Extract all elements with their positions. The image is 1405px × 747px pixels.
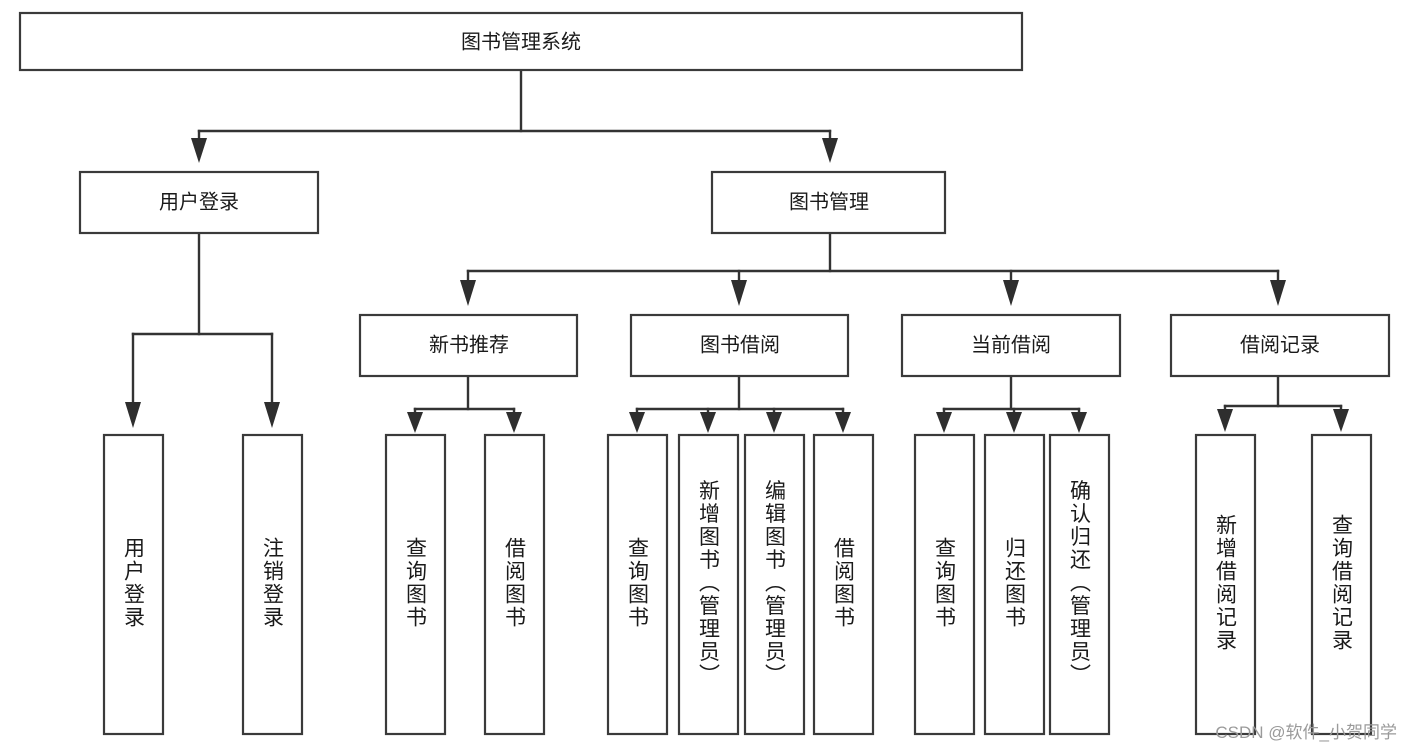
arrow-head-leaf-logout <box>264 402 280 428</box>
node-leaf-user-login-box <box>102 433 165 736</box>
arrow-head-leaf-borrow-book-1 <box>506 412 522 433</box>
arrow-head-borrow-record <box>1270 280 1286 306</box>
node-leaf-confirm-return[interactable]: 确认归还（管理员） <box>1048 433 1111 736</box>
arrow-head-book-mgmt <box>822 138 838 163</box>
node-borrow-record-label: 借阅记录 <box>1240 333 1320 356</box>
edge-group-user-login <box>125 231 280 428</box>
node-user-login[interactable]: 用户登录 <box>78 170 320 235</box>
node-leaf-borrow-book-1-label: 借阅图书 <box>503 537 527 629</box>
node-leaf-query-book-2-label: 查询图书 <box>626 537 650 629</box>
arrow-head-leaf-borrow-book-2 <box>835 412 851 433</box>
node-leaf-logout-label: 注销登录 <box>261 537 285 629</box>
node-leaf-query-book-1[interactable]: 查询图书 <box>384 433 447 736</box>
edge-group-book-management <box>460 231 1286 306</box>
node-leaf-query-book-3[interactable]: 查询图书 <box>913 433 976 736</box>
node-leaf-confirm-return-label: 确认归还（管理员） <box>1068 480 1092 687</box>
edge-group-borrow-record <box>1217 374 1349 432</box>
edge-group-book-borrow <box>629 374 851 433</box>
node-borrow-record-box <box>1169 313 1391 378</box>
node-book-management-box <box>710 170 947 235</box>
node-root-system[interactable]: 图书管理系统 <box>18 11 1024 72</box>
node-leaf-return-book-label: 归还图书 <box>1003 537 1027 629</box>
node-book-management-label: 图书管理 <box>789 190 869 213</box>
arrow-head-leaf-return-book <box>1006 412 1022 433</box>
node-root-system-box <box>18 11 1024 72</box>
node-leaf-add-record-box <box>1194 433 1257 736</box>
node-leaf-edit-book-label: 编辑图书（管理员） <box>763 480 787 687</box>
node-leaf-query-book-1-label: 查询图书 <box>404 537 428 629</box>
node-leaf-add-book-label: 新增图书（管理员） <box>697 480 721 687</box>
node-leaf-borrow-book-2[interactable]: 借阅图书 <box>812 433 875 736</box>
edge-group-new-book <box>407 374 522 433</box>
node-leaf-edit-book[interactable]: 编辑图书（管理员） <box>743 433 806 736</box>
node-current-borrow[interactable]: 当前借阅 <box>900 313 1122 378</box>
node-leaf-query-record[interactable]: 查询借阅记录 <box>1310 433 1373 736</box>
node-leaf-return-book-box <box>983 433 1046 736</box>
node-borrow-record[interactable]: 借阅记录 <box>1169 313 1391 378</box>
node-new-book-recommend-label: 新书推荐 <box>429 333 509 356</box>
node-current-borrow-box <box>900 313 1122 378</box>
node-book-management[interactable]: 图书管理 <box>710 170 947 235</box>
node-leaf-user-login[interactable]: 用户登录 <box>102 433 165 736</box>
node-leaf-query-book-3-box <box>913 433 976 736</box>
node-leaf-query-book-2[interactable]: 查询图书 <box>606 433 669 736</box>
node-user-login-box <box>78 170 320 235</box>
node-new-book-recommend[interactable]: 新书推荐 <box>358 313 579 378</box>
arrow-head-leaf-query-record <box>1333 409 1349 432</box>
node-leaf-logout[interactable]: 注销登录 <box>241 433 304 736</box>
node-leaf-add-record[interactable]: 新增借阅记录 <box>1194 433 1257 736</box>
node-current-borrow-label: 当前借阅 <box>971 333 1051 356</box>
node-leaf-add-record-label: 新增借阅记录 <box>1214 514 1238 652</box>
node-leaf-query-record-label: 查询借阅记录 <box>1330 514 1354 652</box>
edge-group-root <box>191 68 838 163</box>
node-leaf-borrow-book-1[interactable]: 借阅图书 <box>483 433 546 736</box>
node-leaf-add-book-box <box>677 433 740 736</box>
node-user-login-label: 用户登录 <box>159 190 239 213</box>
arrow-head-leaf-add-record <box>1217 409 1233 432</box>
node-leaf-logout-box <box>241 433 304 736</box>
arrow-head-leaf-add-book <box>700 412 716 433</box>
node-book-borrow-label: 图书借阅 <box>700 333 780 356</box>
arrow-head-borrow <box>731 280 747 306</box>
node-book-borrow-box <box>629 313 850 378</box>
node-leaf-borrow-book-1-box <box>483 433 546 736</box>
arrow-head-leaf-user-login <box>125 402 141 428</box>
arrow-head-user-login <box>191 138 207 163</box>
edge-group-current-borrow <box>936 374 1087 433</box>
node-leaf-query-book-3-label: 查询图书 <box>933 537 957 629</box>
node-leaf-edit-book-box <box>743 433 806 736</box>
node-leaf-query-book-1-box <box>384 433 447 736</box>
arrow-head-new-book <box>460 280 476 306</box>
node-leaf-return-book[interactable]: 归还图书 <box>983 433 1046 736</box>
node-root-system-label: 图书管理系统 <box>461 30 581 53</box>
arrow-head-leaf-query-book-2 <box>629 412 645 433</box>
node-book-borrow[interactable]: 图书借阅 <box>629 313 850 378</box>
node-leaf-borrow-book-2-box <box>812 433 875 736</box>
node-new-book-recommend-box <box>358 313 579 378</box>
node-leaf-query-book-2-box <box>606 433 669 736</box>
node-leaf-borrow-book-2-label: 借阅图书 <box>832 537 856 629</box>
node-leaf-user-login-label: 用户登录 <box>122 537 146 629</box>
arrow-head-current-borrow <box>1003 280 1019 306</box>
arrow-head-leaf-query-book-1 <box>407 412 423 433</box>
arrow-head-leaf-query-book-3 <box>936 412 952 433</box>
node-leaf-confirm-return-box <box>1048 433 1111 736</box>
node-leaf-query-record-box <box>1310 433 1373 736</box>
node-leaf-add-book[interactable]: 新增图书（管理员） <box>677 433 740 736</box>
arrow-head-leaf-confirm-return <box>1071 412 1087 433</box>
arrow-head-leaf-edit-book <box>766 412 782 433</box>
